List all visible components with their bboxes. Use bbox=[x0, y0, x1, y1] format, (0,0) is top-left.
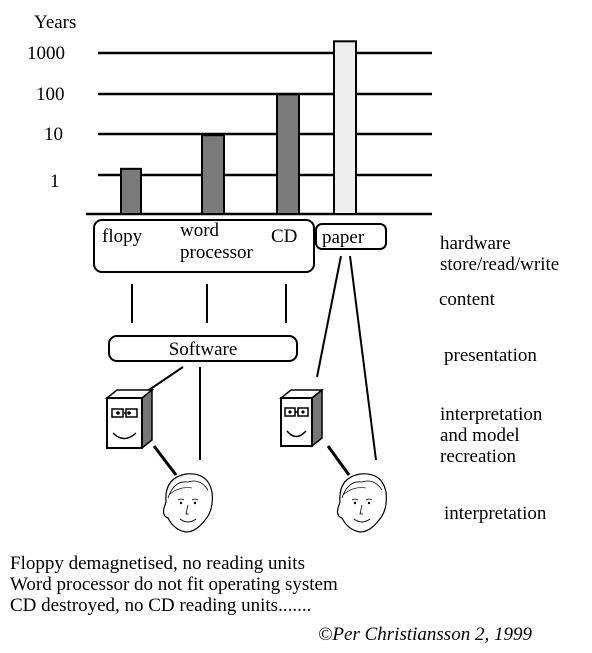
machine-head-icon bbox=[278, 388, 325, 448]
layer-label-recreation: recreation bbox=[440, 446, 516, 467]
bar-paper bbox=[333, 40, 357, 215]
software-box bbox=[108, 335, 298, 362]
software-label: Software bbox=[169, 339, 238, 360]
layer-label-interpretation: interpretation bbox=[440, 404, 543, 425]
hardware-label-flopy: flopy bbox=[102, 226, 143, 247]
y-tick-label: 1 bbox=[50, 171, 60, 192]
paper-box bbox=[315, 223, 387, 250]
hardware-label-cd: CD bbox=[271, 226, 297, 247]
link-line bbox=[326, 445, 351, 476]
y-tick-label: 10 bbox=[44, 124, 63, 145]
bar-flopy bbox=[120, 167, 142, 215]
layer-label-hardware: hardware bbox=[440, 233, 511, 254]
y-tick-label: 1000 bbox=[27, 43, 65, 64]
link-line bbox=[316, 255, 342, 378]
human-head-icon bbox=[336, 473, 387, 533]
human-head-icon bbox=[162, 473, 213, 533]
note-line: CD destroyed, no CD reading units....... bbox=[10, 595, 312, 616]
layer-label-and-model: and model bbox=[440, 425, 520, 446]
layer-label-presentation: presentation bbox=[444, 345, 537, 366]
layer-label-store-read-write: store/read/write bbox=[440, 254, 559, 275]
bar-CD bbox=[276, 93, 300, 215]
bars-group bbox=[120, 40, 357, 215]
y-tick-label: 100 bbox=[36, 84, 65, 105]
notes-block: Floppy demagnetised, no reading units Wo… bbox=[10, 553, 338, 616]
hardware-box bbox=[93, 219, 315, 273]
link-line bbox=[152, 445, 178, 476]
layer-label-interpretation-human: interpretation bbox=[444, 503, 547, 524]
y-axis-label: Years bbox=[34, 12, 76, 33]
hardware-label-word: word bbox=[180, 220, 220, 241]
note-line: Word processor do not fit operating syst… bbox=[10, 574, 338, 595]
paper-label: paper bbox=[322, 227, 365, 248]
bar-word-processor bbox=[201, 134, 225, 215]
copyright-text: ©Per Christiansson 2, 1999 bbox=[318, 624, 532, 645]
layer-label-content: content bbox=[439, 289, 496, 310]
machine-head-icon bbox=[104, 388, 155, 450]
hardware-label-processor: processor bbox=[180, 242, 253, 263]
link-line bbox=[349, 255, 377, 461]
note-line: Floppy demagnetised, no reading units bbox=[10, 553, 305, 574]
